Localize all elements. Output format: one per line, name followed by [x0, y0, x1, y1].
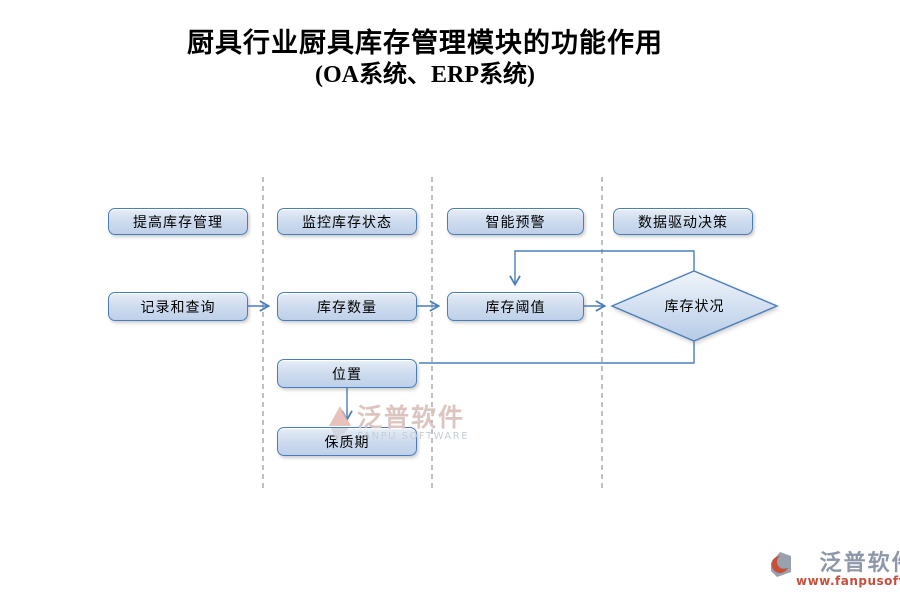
decision-diamond-shape	[610, 270, 779, 342]
node-label: 库存数量	[317, 299, 377, 316]
node-label: 监控库存状态	[302, 214, 392, 231]
title-block: 厨具行业厨具库存管理模块的功能作用 (OA系统、ERP系统)	[0, 26, 850, 91]
page-title: 厨具行业厨具库存管理模块的功能作用	[187, 28, 663, 58]
node-label: 提高库存管理	[133, 214, 223, 231]
footer-brand: 泛普软件	[819, 550, 900, 575]
footer-logo: 泛普软件 www.fanpusoft.com	[768, 551, 900, 588]
node-record-and-query: 记录和查询	[108, 292, 248, 321]
node-data-driven-decision: 数据驱动决策	[613, 208, 753, 235]
node-label: 保质期	[324, 434, 370, 451]
node-location: 位置	[277, 359, 417, 388]
node-inventory-status-decision: 库存状况	[612, 296, 777, 316]
node-inventory-quantity: 库存数量	[277, 292, 417, 321]
node-smart-alert: 智能预警	[447, 208, 584, 235]
footer-url: www.fanpusoft.com	[796, 574, 900, 588]
node-label: 记录和查询	[140, 299, 216, 316]
fanpu-crescent-mark-icon	[771, 552, 791, 577]
node-label: 数据驱动决策	[638, 214, 728, 231]
node-inventory-threshold: 库存阈值	[447, 292, 584, 321]
connector-status-feedback-to-threshold	[509, 250, 695, 287]
page-subtitle: (OA系统、ERP系统)	[315, 62, 535, 88]
node-monitor-inventory-status: 监控库存状态	[277, 208, 417, 235]
node-label: 位置	[332, 366, 362, 383]
node-label: 库存阈值	[485, 299, 546, 316]
connector-status-to-location	[419, 341, 695, 364]
node-improve-inventory-management: 提高库存管理	[108, 208, 248, 235]
node-label: 智能预警	[485, 214, 546, 231]
node-shelf-life: 保质期	[277, 427, 417, 456]
node-label: 库存状况	[664, 299, 725, 315]
